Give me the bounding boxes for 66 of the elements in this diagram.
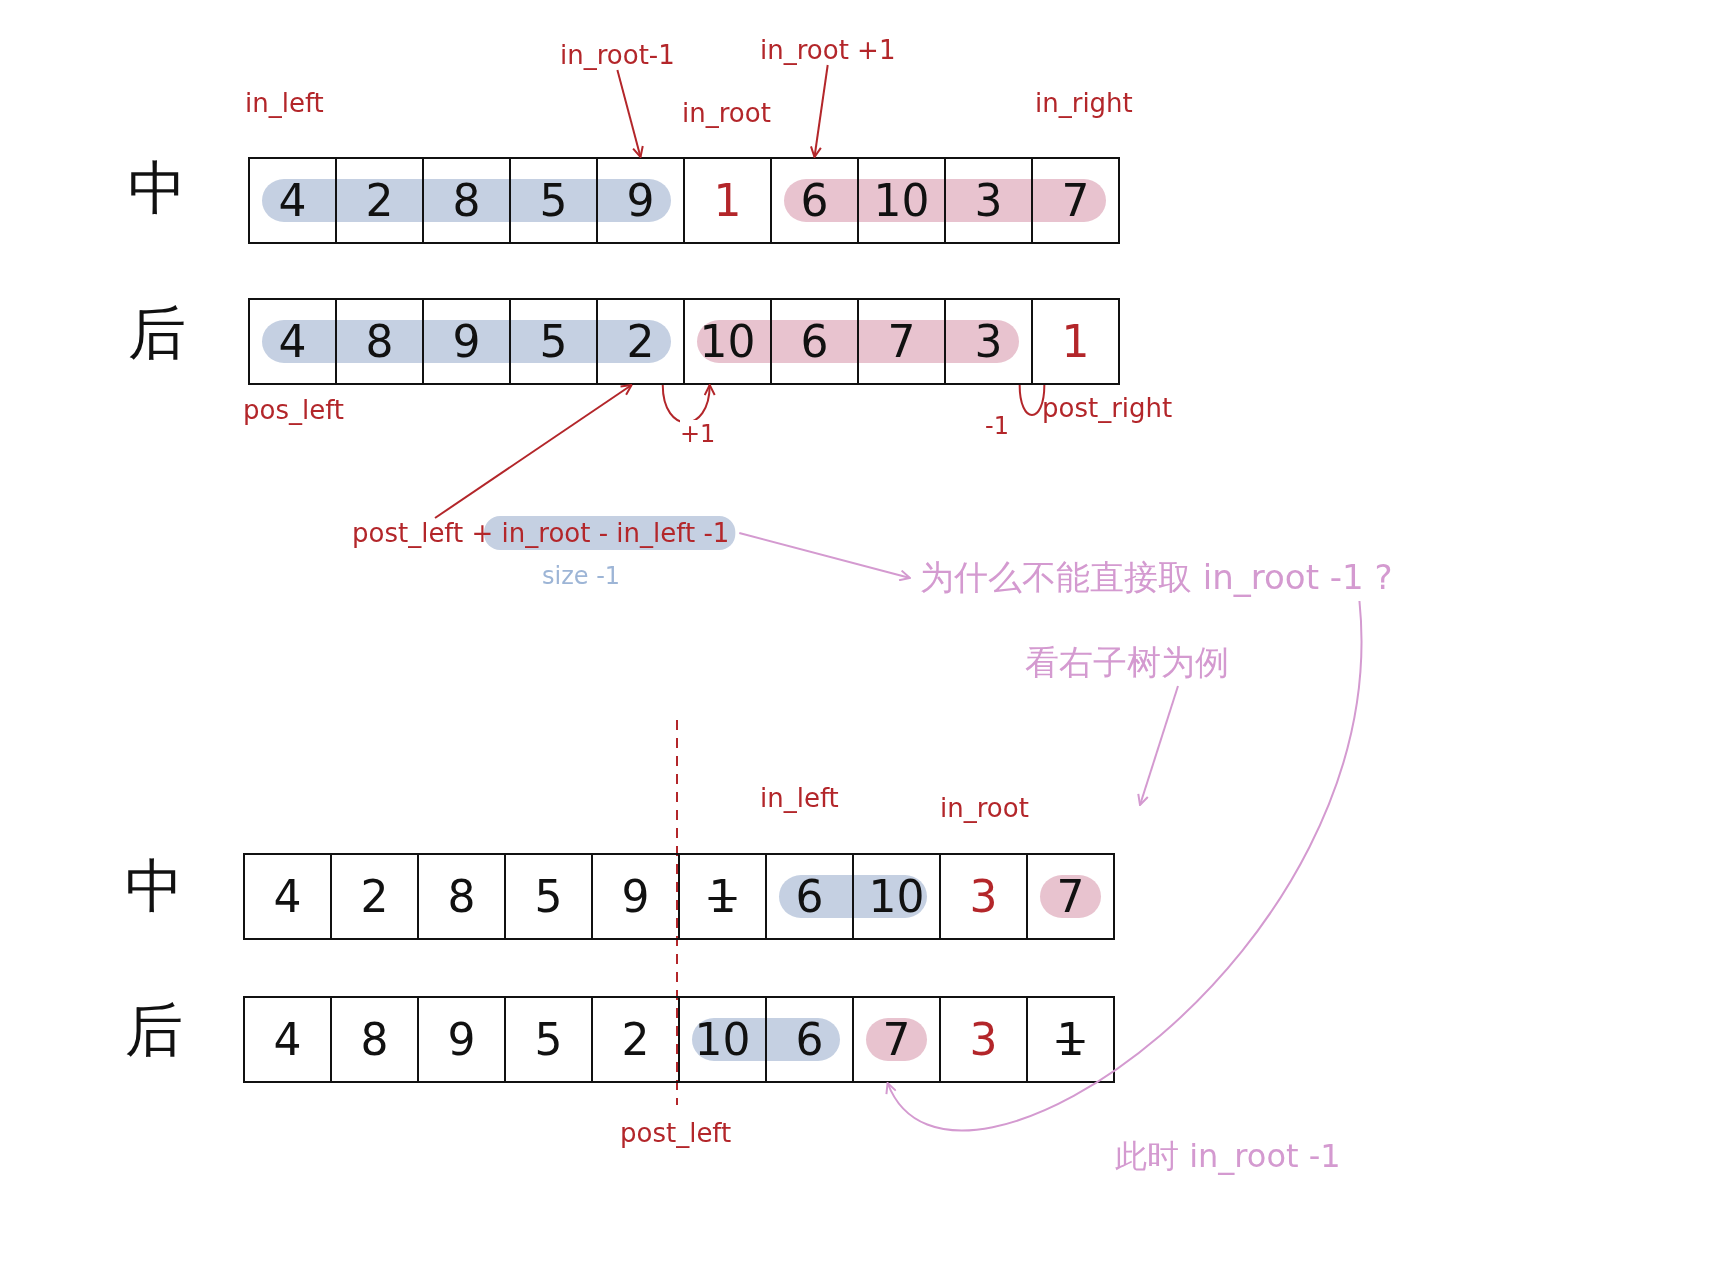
array-cell: 4 xyxy=(248,157,337,244)
pointer-label: in_right xyxy=(1035,88,1133,118)
array-cell: 3 xyxy=(944,157,1033,244)
array-cell: 1 xyxy=(678,853,767,940)
array-cell: 10 xyxy=(683,298,772,385)
array-cell: 2 xyxy=(596,298,685,385)
pointer-label: in_root xyxy=(682,98,771,128)
arrow xyxy=(738,532,911,582)
array-cell: 5 xyxy=(509,298,598,385)
array-cell: 2 xyxy=(330,853,419,940)
arrow xyxy=(616,69,644,158)
array-cell: 6 xyxy=(770,298,859,385)
pointer-label: post_right xyxy=(1042,393,1173,423)
array-cell: 1 xyxy=(1026,996,1115,1083)
array-cell: 10 xyxy=(852,853,941,940)
array-cell: 9 xyxy=(591,853,680,940)
note-text: 看右子树为例 xyxy=(1025,640,1229,686)
question-text: 为什么不能直接取 in_root -1 ? xyxy=(920,555,1393,601)
pointer-label: in_root +1 xyxy=(760,35,896,65)
array-cell: 2 xyxy=(335,157,424,244)
array-cell: 8 xyxy=(335,298,424,385)
array-cell: 6 xyxy=(765,996,854,1083)
arrow xyxy=(886,600,1361,1131)
array-cell: 4 xyxy=(243,853,332,940)
array-cell: 8 xyxy=(330,996,419,1083)
array-cell: 8 xyxy=(417,853,506,940)
row-label: 中 xyxy=(128,153,186,224)
formula-text: post_left + in_root - in_left -1 xyxy=(352,518,730,548)
array-cell: 1 xyxy=(1031,298,1120,385)
pointer-label: post_left xyxy=(620,1118,732,1148)
array-cell: 2 xyxy=(591,996,680,1083)
row-label: 后 xyxy=(125,995,183,1066)
curve-line xyxy=(1018,384,1046,416)
array-cell: 4 xyxy=(248,298,337,385)
pointer-label: in_left xyxy=(245,88,324,118)
row-label: 后 xyxy=(128,298,186,369)
arrow xyxy=(434,384,633,519)
array-cell: 1 xyxy=(683,157,772,244)
array-cell: 6 xyxy=(770,157,859,244)
arrow xyxy=(661,384,715,424)
pointer-label: pos_left xyxy=(243,395,345,425)
array-cell: 4 xyxy=(243,996,332,1083)
array-cell: 3 xyxy=(939,996,1028,1083)
pointer-label: in_root-1 xyxy=(560,40,675,70)
annotation-text: size -1 xyxy=(542,562,621,590)
array-cell: 7 xyxy=(857,298,946,385)
array-cell: 9 xyxy=(422,298,511,385)
row-label: 中 xyxy=(125,851,183,922)
pointer-label: in_left xyxy=(760,783,839,813)
array-cell: 8 xyxy=(422,157,511,244)
array-cell: 5 xyxy=(504,853,593,940)
arrow xyxy=(809,64,829,158)
array-cell: 7 xyxy=(1031,157,1120,244)
arrow xyxy=(1137,685,1179,806)
array-cell: 3 xyxy=(944,298,1033,385)
array-cell: 5 xyxy=(509,157,598,244)
array-cell: 9 xyxy=(596,157,685,244)
array-cell: 3 xyxy=(939,853,1028,940)
pointer-label: in_root xyxy=(940,793,1029,823)
array-cell: 9 xyxy=(417,996,506,1083)
array-cell: 10 xyxy=(857,157,946,244)
array-cell: 10 xyxy=(678,996,767,1083)
array-cell: 6 xyxy=(765,853,854,940)
array-cell: 7 xyxy=(1026,853,1115,940)
array-cell: 5 xyxy=(504,996,593,1083)
array-cell: 7 xyxy=(852,996,941,1083)
